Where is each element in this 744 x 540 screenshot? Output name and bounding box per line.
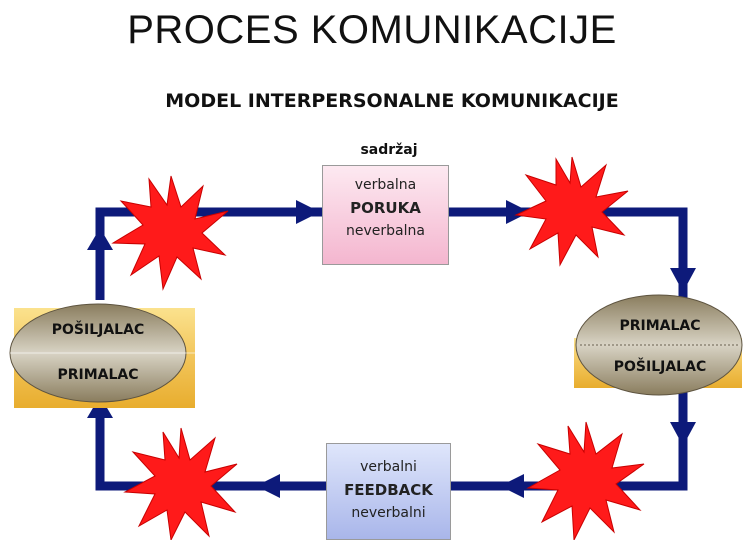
feedback-nonverbal-label: neverbalni	[351, 505, 426, 521]
arrow-right-top-right	[506, 200, 530, 224]
content-label: sadržaj	[360, 142, 418, 158]
left-node-sender-label: POŠILJALAC	[51, 322, 145, 338]
arrow-right-top-left	[296, 200, 320, 224]
left-node-receiver-label: PRIMALAC	[57, 367, 139, 383]
arrow-left-bottom-right	[500, 474, 524, 498]
arrow-down-right-top	[670, 268, 696, 292]
noise-burst-top-left	[111, 175, 229, 291]
feedback-name: FEEDBACK	[344, 481, 433, 499]
noise-burst-bottom-left	[123, 427, 238, 540]
message-nonverbal-label: neverbalna	[346, 223, 425, 239]
feedback-box: verbalni FEEDBACK neverbalni	[326, 443, 451, 540]
arrow-down-right-bottom	[670, 422, 696, 446]
right-node-sender-label: POŠILJALAC	[613, 359, 707, 375]
message-box: verbalna PORUKA neverbalna	[322, 165, 449, 265]
page-title: PROCES KOMUNIKACIJE	[127, 8, 617, 52]
feedback-verbal-label: verbalni	[360, 459, 417, 475]
left-communicator-node	[9, 303, 200, 408]
arrow-up-left-top	[87, 228, 113, 250]
arrow-left-bottom-left	[256, 474, 280, 498]
noise-burst-top-right	[514, 156, 629, 267]
message-name: PORUKA	[350, 199, 421, 217]
message-verbal-label: verbalna	[354, 177, 417, 193]
diagram-subtitle: MODEL INTERPERSONALNE KOMUNIKACIJE	[165, 90, 619, 112]
right-node-receiver-label: PRIMALAC	[619, 318, 701, 334]
right-communicator-node	[574, 294, 743, 396]
noise-burst-bottom-right	[526, 421, 645, 540]
